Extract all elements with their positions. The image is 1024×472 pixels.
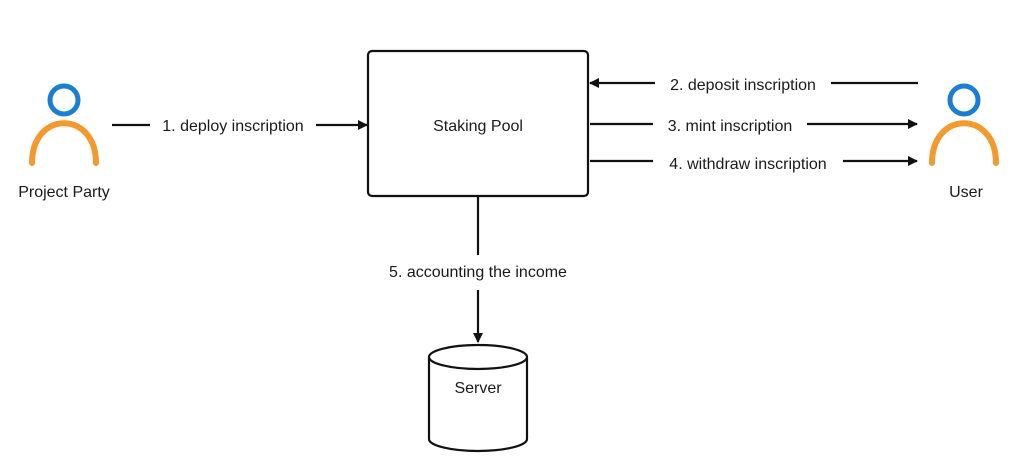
staking-pool-label: Staking Pool bbox=[433, 118, 523, 135]
accounting-income-label: 5. accounting the income bbox=[389, 264, 567, 281]
project-party-body-icon bbox=[29, 120, 99, 166]
user-body-icon bbox=[929, 120, 999, 166]
user-actor bbox=[929, 83, 999, 166]
withdraw-inscription-label: 4. withdraw inscription bbox=[669, 156, 826, 173]
user-label: User bbox=[949, 184, 983, 201]
project-party-head-icon bbox=[47, 83, 81, 117]
deposit-inscription-label: 2. deposit inscription bbox=[670, 77, 816, 94]
server-database-icon bbox=[427, 343, 529, 453]
mint-inscription-label: 3. mint inscription bbox=[668, 118, 793, 135]
deploy-inscription-label: 1. deploy inscription bbox=[162, 118, 303, 135]
project-party-actor bbox=[29, 83, 99, 166]
server-cylinder-top bbox=[427, 343, 529, 371]
server-label: Server bbox=[454, 380, 502, 397]
server-cylinder-body bbox=[427, 357, 529, 453]
project-party-label: Project Party bbox=[18, 184, 110, 201]
user-head-icon bbox=[947, 83, 981, 117]
